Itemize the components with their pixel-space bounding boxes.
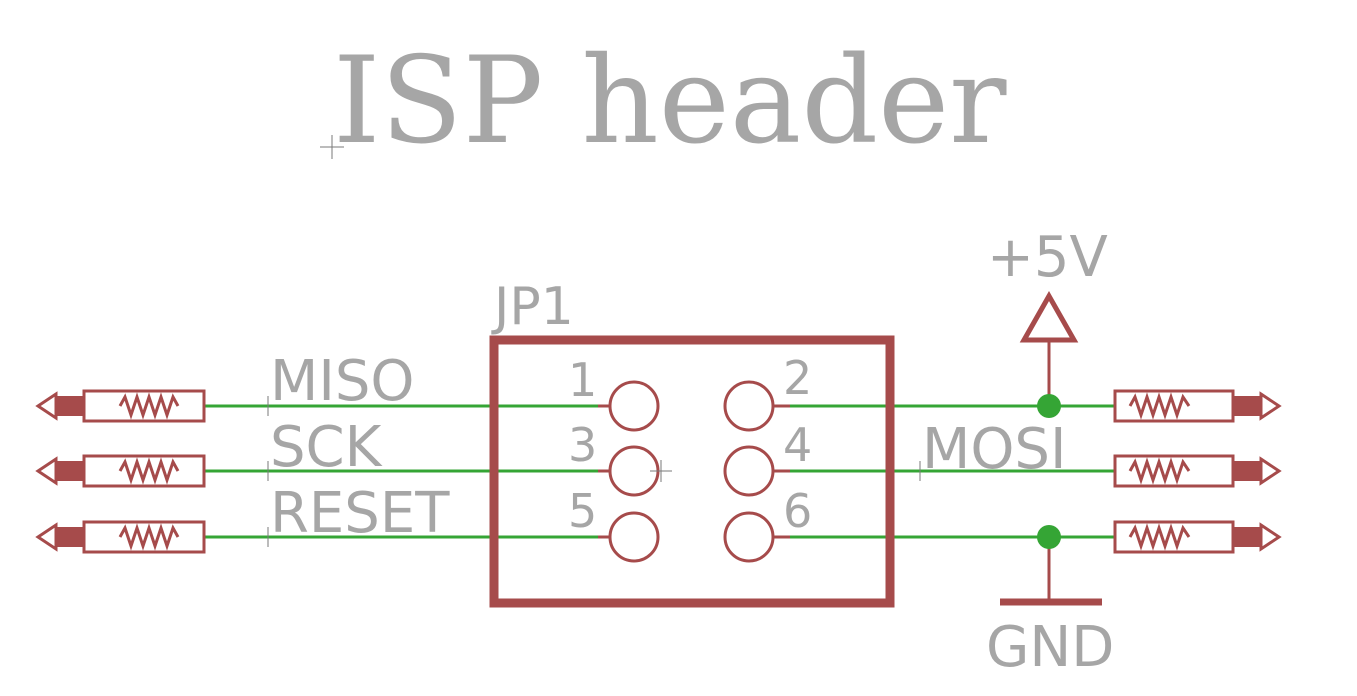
connector-miso — [35, 389, 206, 423]
pin-number-2: 2 — [783, 351, 812, 405]
pin-6-pad — [723, 511, 775, 563]
jp1-part-name: JP1 — [491, 277, 574, 337]
pin-number-4: 4 — [783, 418, 812, 472]
connector-pin2 — [1113, 389, 1282, 423]
supply-5v-label: +5V — [987, 225, 1108, 290]
jp1-origin-cross — [650, 460, 672, 482]
net-label-mosi: MOSI — [922, 417, 1066, 482]
pin-number-1: 1 — [568, 353, 597, 407]
jp1-pin-stubs — [598, 404, 790, 539]
supply-5v-symbol — [1019, 290, 1079, 406]
connector-sck — [35, 454, 206, 488]
junction-gnd — [1037, 525, 1061, 549]
schematic-title: ISP header — [333, 32, 1007, 171]
connector-reset — [35, 520, 206, 554]
pin-number-5: 5 — [568, 484, 597, 538]
net-label-miso: MISO — [270, 349, 414, 414]
left-connectors — [35, 389, 206, 554]
net-label-origins — [267, 396, 921, 547]
connector-pin6 — [1113, 520, 1282, 554]
pin-5-pad — [608, 511, 660, 563]
net-label-reset: RESET — [270, 481, 450, 546]
pin-number-6: 6 — [783, 484, 812, 538]
junction-5v — [1037, 394, 1061, 418]
net-label-sck: SCK — [270, 415, 383, 480]
pin-2-pad — [723, 380, 775, 432]
right-connectors — [1113, 389, 1282, 554]
pin-1-pad — [608, 380, 660, 432]
pin-4-pad — [723, 445, 775, 497]
title-origin-cross — [320, 135, 344, 159]
jp1-header-body — [489, 335, 895, 608]
ground-label: GND — [986, 615, 1114, 680]
connector-mosi — [1113, 454, 1282, 488]
pin-number-3: 3 — [568, 418, 597, 472]
